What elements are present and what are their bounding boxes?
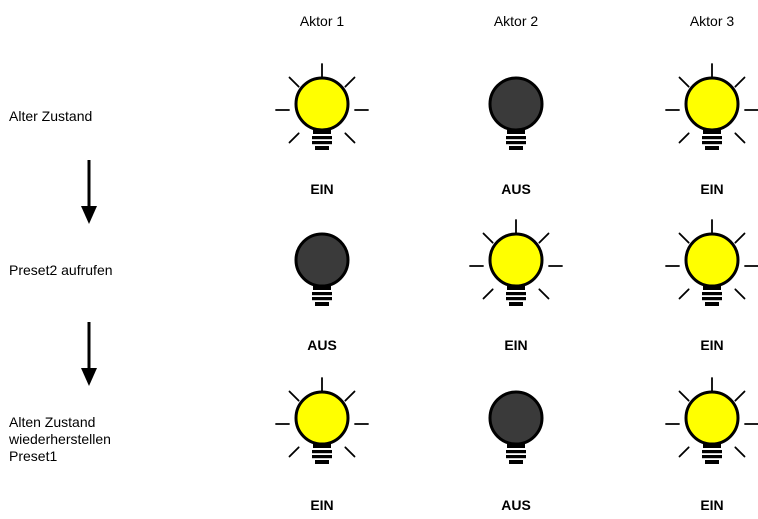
column-header-aktor-3: Aktor 3 (689, 13, 735, 29)
column-header-aktor-1: Aktor 1 (299, 13, 345, 29)
row-label-preset2-aufrufen: Preset2 aufrufen (9, 262, 113, 278)
arrow-down-icon (81, 322, 97, 386)
state-label: AUS (307, 337, 337, 353)
row-label-alten-zustand-wiederherstellen: Alten Zustand wiederherstellen Preset1 (9, 414, 111, 465)
light-bulb-on-icon (665, 377, 758, 464)
light-bulb-on-icon (665, 219, 758, 306)
row-label-alter-zustand: Alter Zustand (9, 108, 93, 124)
row-label-line: wiederherstellen (9, 431, 111, 447)
light-bulb-off-icon (294, 232, 350, 306)
state-label: EIN (700, 181, 724, 197)
state-label: EIN (504, 337, 528, 353)
state-label: EIN (700, 497, 724, 513)
row-label-line: Alten Zustand (9, 414, 96, 430)
state-label: AUS (501, 497, 531, 513)
state-label: EIN (700, 337, 724, 353)
light-bulb-on-icon (665, 63, 758, 150)
state-label: EIN (310, 497, 334, 513)
light-bulb-off-icon (488, 390, 544, 464)
light-bulb-on-icon (469, 219, 563, 306)
light-bulb-on-icon (275, 63, 369, 150)
state-label: EIN (310, 181, 334, 197)
arrow-down-icon (81, 160, 97, 224)
row-label-line: Preset1 (9, 448, 58, 464)
state-label: AUS (501, 181, 531, 197)
light-bulb-off-icon (488, 76, 544, 150)
column-header-aktor-2: Aktor 2 (493, 13, 539, 29)
light-bulb-on-icon (275, 377, 369, 464)
